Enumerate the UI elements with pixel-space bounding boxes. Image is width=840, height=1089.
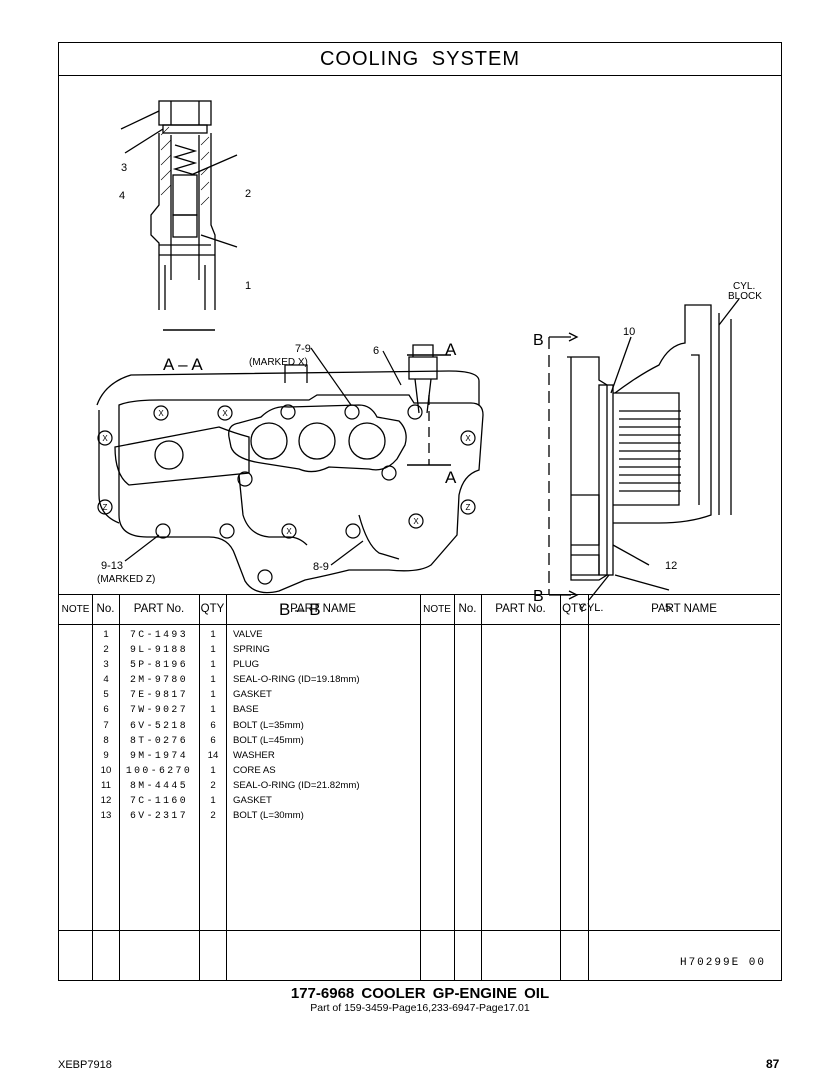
- section-aa-view: [120, 100, 238, 310]
- bolt-mark-x: X: [413, 517, 419, 526]
- page-title: COOLING SYSTEM: [59, 43, 781, 76]
- bolt-mark-x: X: [102, 434, 108, 443]
- exploded-drawing: 3 4 2 1 A – A 7-9 (MARKED X) 6 A A 9-13 …: [59, 75, 780, 635]
- callout-8-9: 8-9: [313, 561, 329, 573]
- header-note: NOTE: [61, 604, 90, 615]
- bolt-mark-z: Z: [466, 503, 471, 512]
- bolt-mark-z: Z: [103, 503, 108, 512]
- bolt-mark-x: X: [158, 409, 164, 418]
- callout-12: 5: [665, 602, 671, 614]
- section-bb-view: [96, 344, 484, 594]
- parts-table: NOTE No. PART No. QTY PART NAME NOTE No.…: [59, 594, 780, 981]
- drawing-reference: H70299E 00: [679, 957, 766, 969]
- group-subtitle: Part of 159-3459-Page16,233-6947-Page17.…: [310, 1002, 530, 1014]
- bolt-mark-x: X: [286, 527, 292, 536]
- col-no-right: [454, 595, 482, 981]
- callout-3: 3: [121, 162, 127, 174]
- section-a-top-label: A: [445, 340, 457, 359]
- callout-5: CYL.: [579, 602, 603, 614]
- header-no-right: No.: [458, 603, 477, 615]
- col-note-right: [420, 595, 455, 981]
- callout-2: 2: [245, 188, 251, 200]
- header-part-name: PART NAME: [290, 603, 356, 615]
- section-b-top-label: B: [533, 332, 544, 349]
- header-qty-right: QTY: [562, 603, 586, 615]
- header-note-right: NOTE: [423, 604, 451, 615]
- page-number: 87: [766, 1057, 780, 1071]
- bolt-mark-x: X: [465, 434, 471, 443]
- footer-divider: [59, 930, 780, 931]
- col-note-left: [59, 595, 93, 981]
- callout-10: 10: [623, 326, 635, 338]
- callout-cyl: CYL.: [733, 281, 755, 292]
- header-part-name-right: PART NAME: [651, 603, 717, 615]
- callout-11: 12: [665, 560, 677, 572]
- section-b-bottom-label: B: [533, 588, 544, 605]
- page-frame: COOLING SYSTEM: [58, 42, 782, 981]
- section-aa-label: A – A: [163, 355, 203, 374]
- side-view: [548, 298, 740, 601]
- callout-6: 6: [373, 345, 379, 357]
- parts-diagram: 3 4 2 1 A – A 7-9 (MARKED X) 6 A A 9-13 …: [96, 100, 762, 619]
- callout-4: 4: [119, 190, 125, 202]
- header-divider: [59, 624, 780, 625]
- callout-marked-z: (MARKED Z): [97, 574, 155, 585]
- col-qty-left: [199, 595, 227, 981]
- header-qty: QTY: [200, 603, 225, 615]
- col-no-left: [92, 595, 120, 981]
- callout-1: 1: [245, 280, 251, 292]
- group-title: 177-6968 COOLER GP-ENGINE OIL: [290, 985, 550, 1002]
- document-id: XEBP7918: [58, 1059, 112, 1071]
- callout-7-9: 7-9: [295, 343, 311, 355]
- callout-block: BLOCK: [728, 291, 762, 302]
- bolt-mark-x: X: [222, 409, 228, 418]
- header-no: No.: [96, 603, 115, 615]
- col-partno-right: [481, 595, 561, 981]
- header-part-no: PART No.: [133, 603, 185, 615]
- callout-9-13: 9-13: [101, 560, 123, 572]
- col-name-left: [226, 595, 421, 981]
- col-partno-left: [119, 595, 200, 981]
- header-part-no-right: PART No.: [495, 603, 546, 615]
- section-a-bottom-label: A: [445, 468, 457, 487]
- section-bb-label: B – B: [279, 600, 321, 619]
- col-qty-right: [560, 595, 589, 981]
- callout-marked-x: (MARKED X): [249, 357, 308, 368]
